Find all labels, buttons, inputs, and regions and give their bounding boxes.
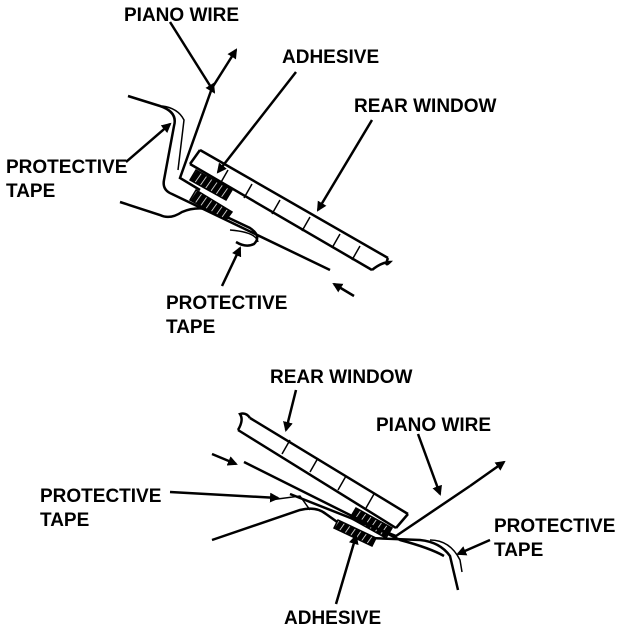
- top-adhesive-label: ADHESIVE: [282, 47, 380, 68]
- top-wire-pull-arrow: [212, 48, 238, 88]
- top-insert-arrow: [332, 284, 354, 296]
- bottom-piano-wire: [290, 486, 470, 536]
- bottom-adhesive-leader: [336, 534, 359, 604]
- top-protective-tape-left-label-line2: TAPE: [6, 181, 56, 202]
- top-piano-wire-label: PIANO WIRE: [124, 5, 240, 26]
- bottom-protective-tape-right-label-line1: PROTECTIVE: [494, 516, 616, 537]
- bottom-protective-tape-left-label-line1: PROTECTIVE: [40, 486, 162, 507]
- bottom-rear-window-glass: [238, 414, 408, 529]
- top-adhesive-under: [190, 190, 232, 220]
- bottom-protective-tape-right-label-line2: TAPE: [494, 540, 544, 561]
- top-adhesive-leader: [216, 72, 296, 174]
- top-piano-wire-leader: [170, 22, 216, 94]
- bottom-adhesive-label: ADHESIVE: [284, 608, 382, 629]
- bottom-wire-pull-arrow: [470, 460, 506, 486]
- bottom-piano-wire-leader: [418, 434, 442, 496]
- top-rear-window-glass: [190, 150, 390, 270]
- top-adhesive-strip: [190, 170, 232, 200]
- top-protective-tape-left-leader: [126, 122, 172, 162]
- bottom-rear-window-leader: [283, 390, 296, 432]
- top-piano-wire: [180, 88, 212, 190]
- top-protective-tape-bottom-label-line1: PROTECTIVE: [166, 293, 288, 314]
- bottom-insert-arrow: [212, 454, 238, 466]
- top-rear-window-leader: [318, 120, 372, 212]
- bottom-adhesive-under: [334, 520, 376, 546]
- bottom-diagram: [170, 390, 506, 604]
- top-rear-window-label: REAR WINDOW: [354, 96, 497, 117]
- bottom-rear-window-label: REAR WINDOW: [270, 367, 413, 388]
- bottom-protective-tape-left-leader: [170, 492, 280, 503]
- top-protective-tape-left-label-line1: PROTECTIVE: [6, 157, 128, 178]
- top-diagram: [120, 22, 390, 296]
- bottom-protective-tape-right-leader: [456, 540, 490, 556]
- top-protective-tape-bottom-label-line2: TAPE: [166, 317, 216, 338]
- top-protective-tape-bottom-leader: [222, 246, 240, 286]
- bottom-piano-wire-label: PIANO WIRE: [376, 415, 492, 436]
- bottom-protective-tape-left-label-line2: TAPE: [40, 510, 90, 531]
